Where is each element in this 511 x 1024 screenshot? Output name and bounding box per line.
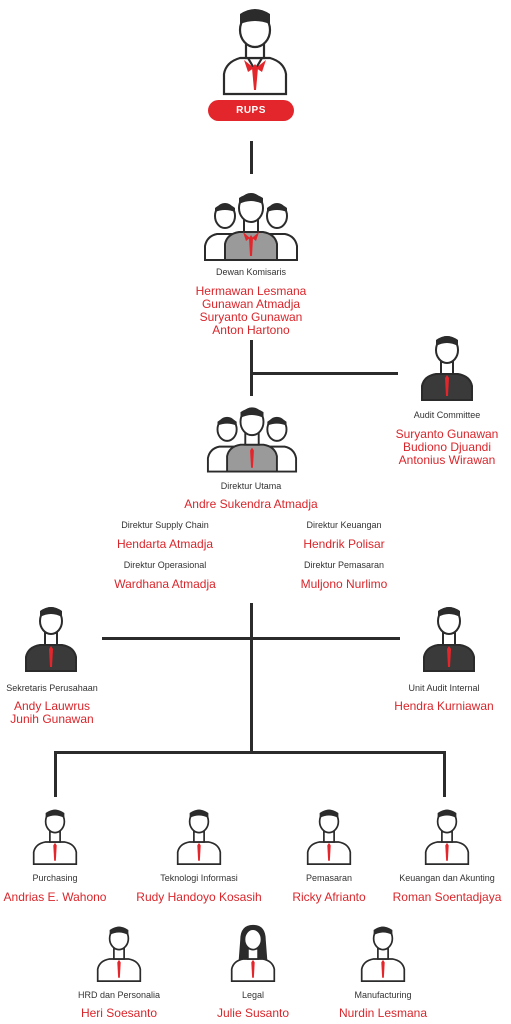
hrd-person-icon [96, 926, 142, 982]
audit-committee-name-2: Budiono Djuandi [402, 440, 492, 454]
connector-keuangan [443, 751, 446, 797]
audit-committee-name-1: Suryanto Gunawan [395, 427, 499, 441]
pemasaran-dir-title: Direktur Pemasaran [303, 560, 385, 570]
komisaris-name-3: Suryanto Gunawan [199, 310, 303, 324]
komisaris-title: Dewan Komisaris [215, 267, 287, 277]
keuangan-person-icon [424, 809, 470, 865]
purchasing-title: Purchasing [32, 873, 78, 883]
rups-button[interactable]: RUPS [208, 100, 294, 121]
direksi-group-icon [206, 407, 298, 473]
connector-direksi-units [250, 603, 253, 753]
audit-internal-title: Unit Audit Internal [408, 683, 480, 693]
sekretaris-name-2: Junih Gunawan [10, 712, 94, 726]
manufacturing-title: Manufacturing [354, 990, 412, 1000]
connector-sekretaris-audit [102, 637, 400, 640]
teknologi-name: Rudy Handoyo Kosasih [136, 890, 262, 904]
manufacturing-name: Nurdin Lesmana [338, 1006, 428, 1020]
audit-committee-name-3: Antonius Wirawan [398, 453, 496, 467]
connector-departments [54, 751, 446, 754]
pemasaran-name: Ricky Afrianto [292, 890, 366, 904]
direktur-utama-title: Direktur Utama [220, 481, 282, 491]
keuangan-dir-title: Direktur Keuangan [306, 520, 382, 530]
teknologi-title: Teknologi Informasi [160, 873, 238, 883]
audit-committee-title: Audit Committee [413, 410, 481, 420]
legal-title: Legal [241, 990, 265, 1000]
purchasing-person-icon [32, 809, 78, 865]
audit-internal-person-icon [423, 607, 475, 672]
connector-komisaris-direksi [250, 340, 253, 396]
supply-chain-name: Hendarta Atmadja [116, 537, 214, 551]
operasional-title: Direktur Operasional [123, 560, 207, 570]
operasional-name: Wardhana Atmadja [114, 577, 216, 591]
komisaris-name-4: Anton Hartono [212, 323, 290, 337]
keuangan-title: Keuangan dan Akunting [399, 873, 495, 883]
sekretaris-title: Sekretaris Perusahaan [6, 683, 98, 693]
komisaris-group-icon [204, 193, 298, 261]
legal-name: Julie Susanto [216, 1006, 290, 1020]
komisaris-name-1: Hermawan Lesmana [195, 284, 307, 298]
pemasaran-dir-name: Muljono Nurlimo [300, 577, 388, 591]
legal-person-icon [230, 924, 276, 982]
rups-person-icon [222, 9, 288, 96]
hrd-title: HRD dan Personalia [77, 990, 161, 1000]
keuangan-dir-name: Hendrik Polisar [303, 537, 385, 551]
komisaris-name-2: Gunawan Atmadja [201, 297, 301, 311]
direktur-utama-name: Andre Sukendra Atmadja [184, 497, 318, 511]
sekretaris-name-1: Andy Lauwrus [13, 699, 91, 713]
supply-chain-title: Direktur Supply Chain [121, 520, 209, 530]
connector-rups-komisaris [250, 141, 253, 174]
keuangan-name: Roman Soentadjaya [392, 890, 502, 904]
purchasing-name: Andrias E. Wahono [3, 890, 107, 904]
pemasaran-title: Pemasaran [305, 873, 353, 883]
audit-committee-person-icon [421, 336, 473, 401]
sekretaris-person-icon [25, 607, 77, 672]
teknologi-person-icon [176, 809, 222, 865]
pemasaran-person-icon [306, 809, 352, 865]
hrd-name: Heri Soesanto [80, 1006, 158, 1020]
connector-purchasing [54, 751, 57, 797]
audit-internal-name: Hendra Kurniawan [394, 699, 494, 713]
manufacturing-person-icon [360, 926, 406, 982]
connector-audit-committee [252, 372, 398, 375]
